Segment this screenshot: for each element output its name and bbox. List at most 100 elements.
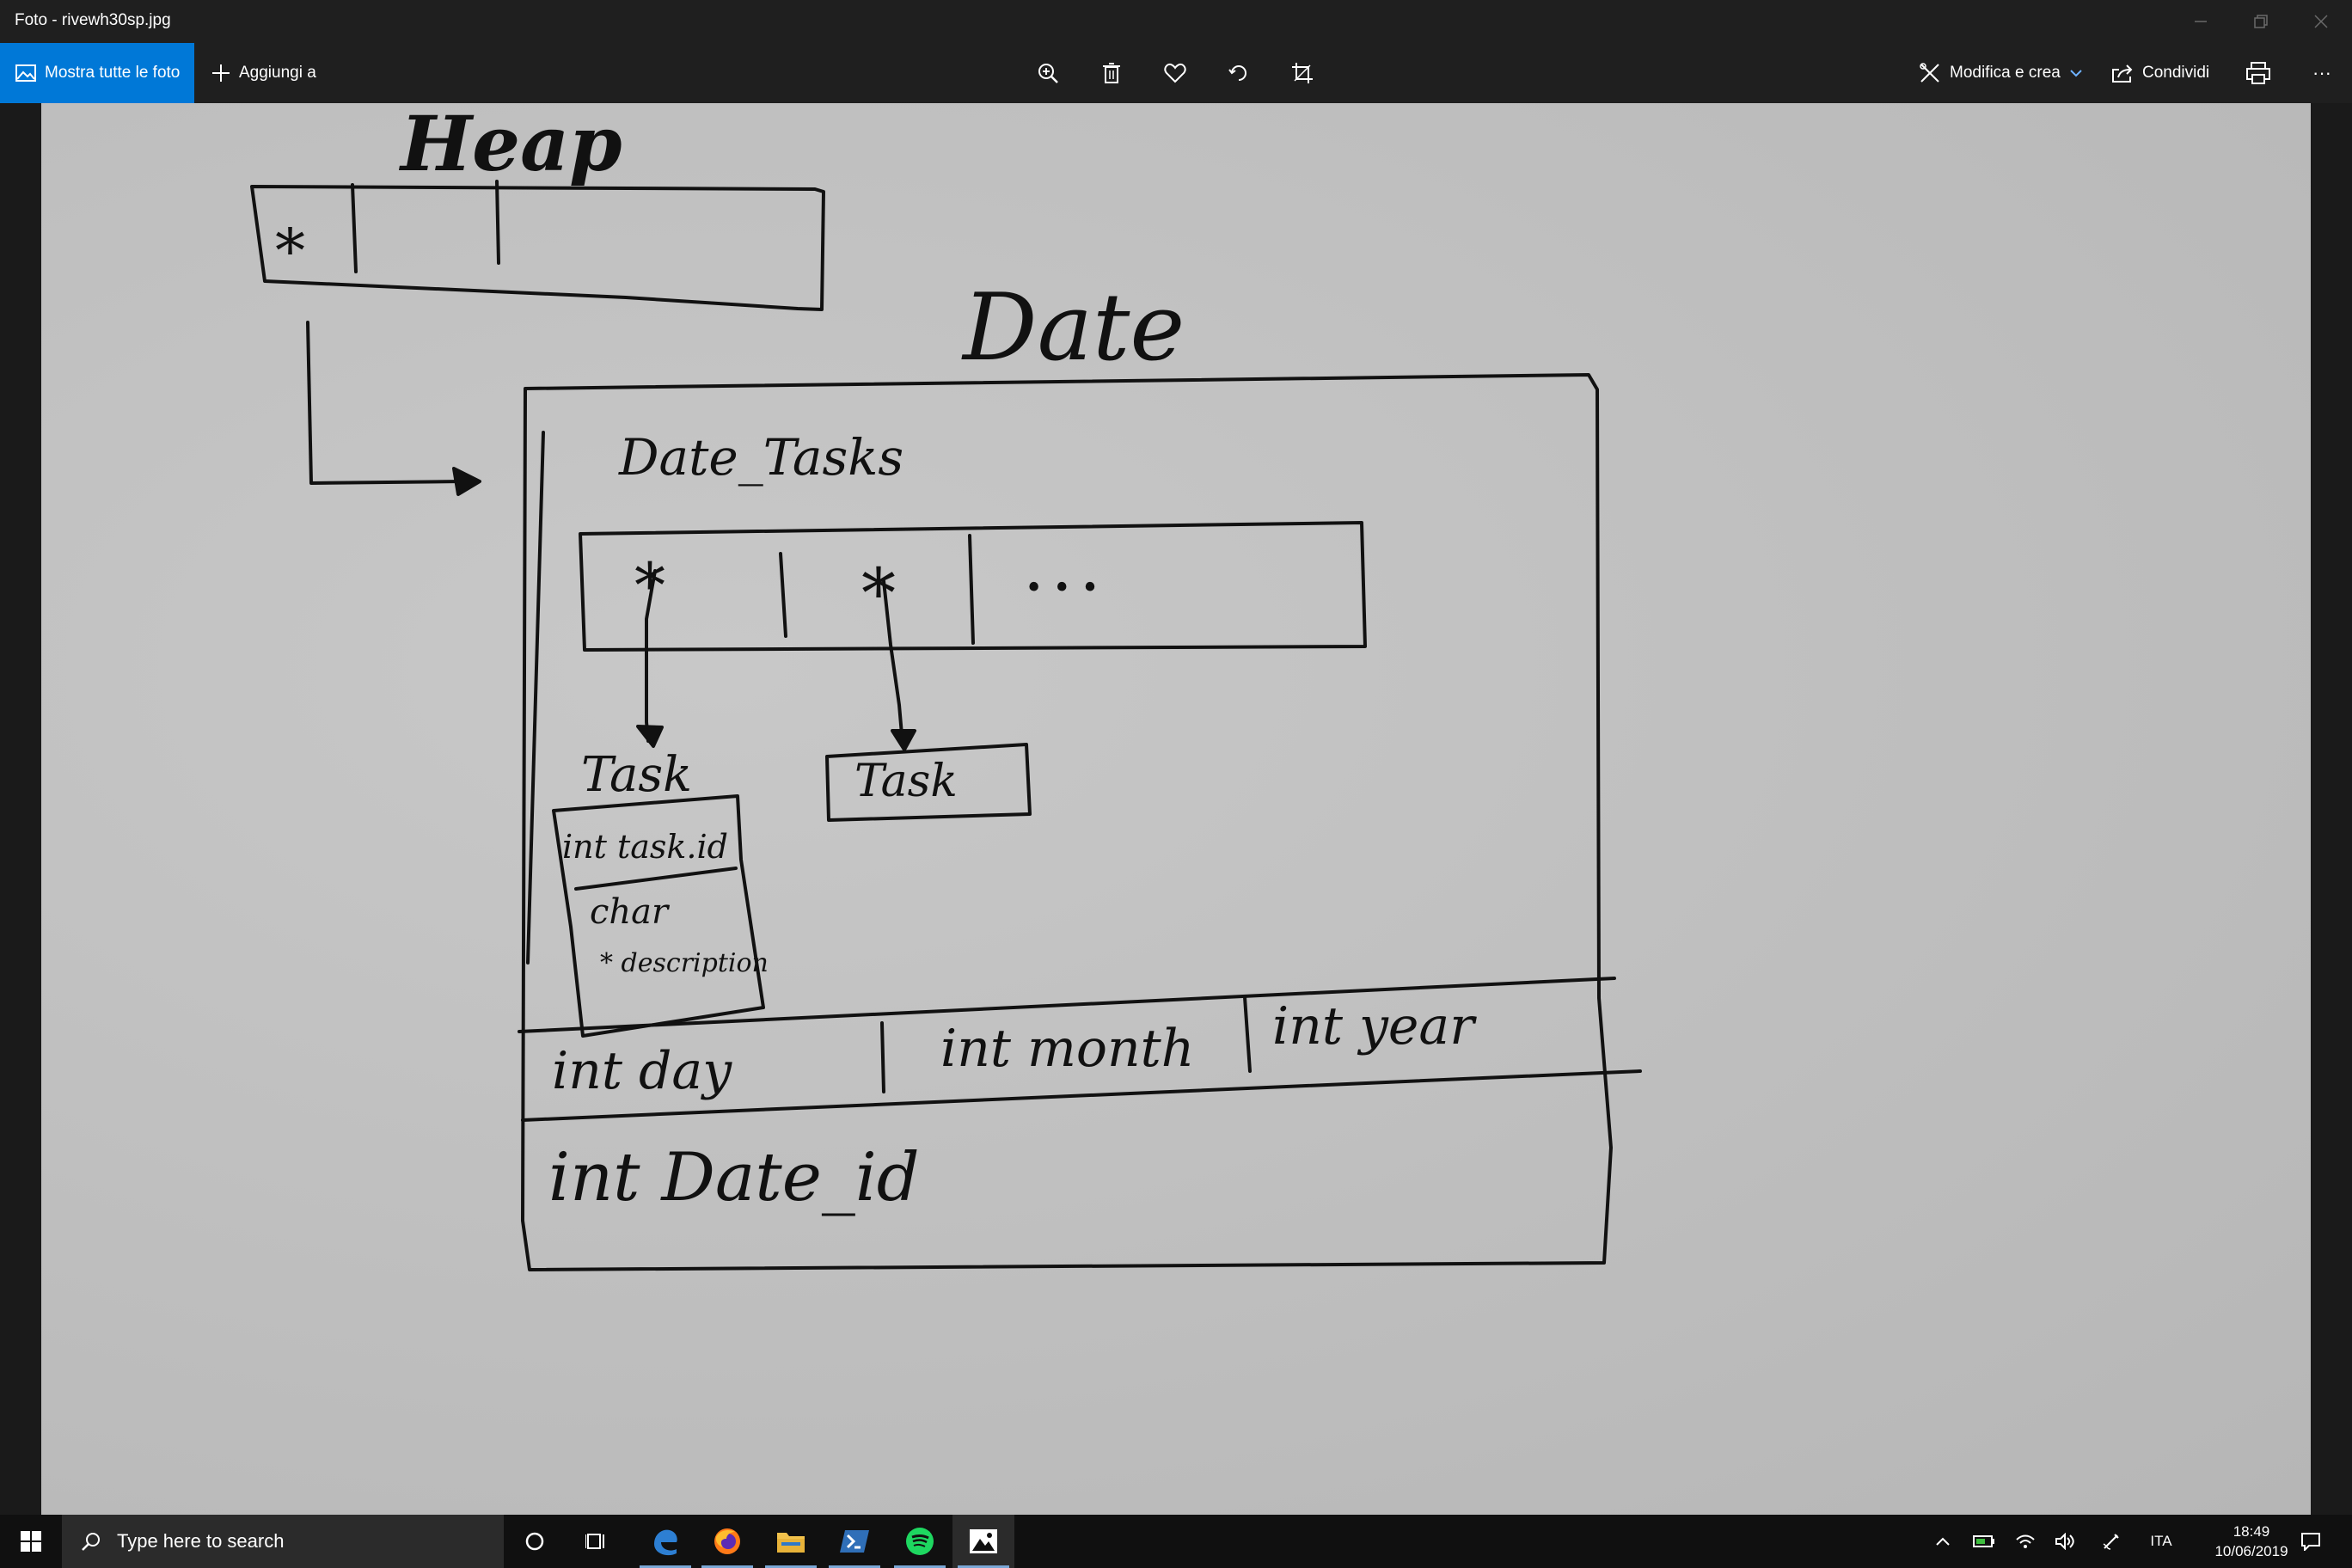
- fields-divider-1: [880, 1021, 885, 1093]
- rotate-icon: [1228, 65, 1246, 81]
- field-month: int month: [940, 1019, 1194, 1079]
- heap-star: *: [275, 216, 305, 286]
- task-label-1: Task: [581, 747, 692, 803]
- network-status[interactable]: [2008, 1515, 2043, 1568]
- rotate-button[interactable]: [1222, 57, 1255, 89]
- arrowhead-task-1: [636, 725, 664, 748]
- powershell-icon: [840, 1530, 869, 1553]
- battery-status[interactable]: [1967, 1515, 2001, 1568]
- taskbar-app-photos[interactable]: [952, 1515, 1014, 1568]
- notification-icon: [2301, 1533, 2320, 1551]
- task-field-id: int task.id: [562, 828, 728, 866]
- heap-pointer-arrowhead: [452, 467, 481, 496]
- heap-pointer-line: [306, 321, 464, 485]
- tasks-divider-2: [968, 534, 975, 645]
- restore-button[interactable]: [2231, 0, 2291, 43]
- heap-divider-1: [351, 183, 358, 273]
- heart-icon: [1164, 63, 1186, 83]
- task-field-char: char: [590, 892, 671, 932]
- zoom-button[interactable]: [1032, 57, 1064, 89]
- input-language-indicator[interactable]: ITA: [2137, 1515, 2185, 1568]
- edit-create-label: Modifica e crea: [1950, 64, 2061, 82]
- sketch-drawing: Heap * Date Date_Tasks * * • • • Task Ta…: [250, 103, 1642, 1271]
- taskbar-app-edge[interactable]: [634, 1515, 696, 1568]
- wifi-icon: [2016, 1534, 2035, 1548]
- fields-divider-2: [1243, 995, 1252, 1073]
- close-button[interactable]: [2291, 0, 2351, 43]
- task-field-description: * description: [600, 948, 769, 978]
- more-button[interactable]: ···: [2306, 57, 2338, 89]
- add-to-button[interactable]: Aggiungi a: [211, 43, 316, 103]
- show-all-photos-label: Mostra tutte le foto: [45, 64, 181, 82]
- right-margin: [2311, 103, 2352, 1515]
- task-box-1: [552, 794, 765, 1038]
- taskbar-app-firefox[interactable]: [696, 1515, 758, 1568]
- field-date-id: int Date_id: [548, 1139, 920, 1216]
- more-label: ···: [2312, 62, 2331, 83]
- tasks-divider-1: [779, 552, 787, 638]
- taskbar-search-box[interactable]: Type here to search: [62, 1515, 504, 1568]
- heap-array-box: [250, 185, 825, 311]
- taskbar-clock[interactable]: 18:49 10/06/2019: [2204, 1522, 2299, 1561]
- taskbar-app-spotify[interactable]: [889, 1515, 951, 1568]
- volume-control[interactable]: [2048, 1515, 2082, 1568]
- fields-top-line: [518, 977, 1616, 1033]
- pen-workspace-button[interactable]: [2094, 1515, 2128, 1568]
- cortana-button[interactable]: [504, 1515, 566, 1568]
- task-label-2: Task: [854, 756, 958, 807]
- date-tasks-array-box: [579, 521, 1367, 652]
- cortana-icon: [525, 1532, 544, 1551]
- favorite-button[interactable]: [1159, 57, 1191, 89]
- title-bar: Foto - rivewh30sp.jpg: [0, 0, 2352, 43]
- date-title: Date: [961, 274, 1185, 382]
- tasks-ellipsis: • • •: [1025, 571, 1099, 606]
- task-view-button[interactable]: [566, 1515, 628, 1568]
- delete-button[interactable]: [1095, 57, 1128, 89]
- arrowhead-task-2: [891, 729, 916, 751]
- chevron-down-icon: [2070, 70, 2082, 77]
- taskbar-app-file-explorer[interactable]: [760, 1515, 822, 1568]
- fields-bottom-line: [521, 1069, 1642, 1122]
- clock-date: 10/06/2019: [2214, 1543, 2288, 1559]
- speaker-icon: [2055, 1533, 2074, 1550]
- field-year: int year: [1272, 996, 1477, 1057]
- date-inner-edge: [526, 431, 545, 965]
- share-button[interactable]: Condividi: [2111, 43, 2209, 103]
- tasks-star-2: *: [861, 554, 896, 634]
- heap-divider-2: [495, 180, 500, 265]
- printer-icon: [2246, 62, 2270, 84]
- minimize-button[interactable]: [2171, 0, 2231, 43]
- pen-icon: [2103, 1534, 2119, 1550]
- task-view-icon: [585, 1534, 604, 1549]
- plus-icon: [212, 64, 230, 82]
- edit-create-button[interactable]: Modifica e crea: [1919, 43, 2083, 103]
- action-center-button[interactable]: [2287, 1515, 2335, 1568]
- photo-icon: [15, 64, 36, 82]
- search-icon: [81, 1531, 101, 1552]
- language-label: ITA: [2150, 1533, 2172, 1549]
- show-hidden-icons-button[interactable]: [1927, 1515, 1958, 1568]
- crop-button[interactable]: [1286, 57, 1319, 89]
- taskbar: Type here to search ITA 18:49 10: [0, 1515, 2352, 1568]
- edit-create-icon: [1920, 63, 1939, 83]
- zoom-in-icon: [1038, 64, 1058, 83]
- crop-icon: [1292, 63, 1313, 83]
- show-all-photos-button[interactable]: Mostra tutte le foto: [0, 43, 194, 103]
- clock-time: 18:49: [2233, 1523, 2270, 1540]
- windows-logo-icon: [21, 1531, 41, 1552]
- task-box-1-separator: [574, 867, 738, 891]
- photos-toolbar: Mostra tutte le foto Aggiungi a Modifica…: [0, 43, 2352, 103]
- pointer-to-task-2: [882, 579, 904, 746]
- minimize-icon: [2195, 21, 2207, 22]
- field-day: int day: [552, 1041, 732, 1101]
- start-button[interactable]: [0, 1515, 62, 1568]
- taskbar-app-powershell[interactable]: [824, 1515, 885, 1568]
- print-button[interactable]: [2242, 57, 2275, 89]
- trash-icon: [1103, 63, 1120, 83]
- left-margin: [0, 103, 41, 1515]
- search-placeholder: Type here to search: [117, 1530, 285, 1552]
- photo-canvas[interactable]: Heap * Date Date_Tasks * * • • • Task Ta…: [41, 103, 2311, 1515]
- window-title: Foto - rivewh30sp.jpg: [15, 11, 171, 29]
- restore-icon: [2254, 15, 2268, 28]
- battery-icon: [1973, 1535, 1994, 1547]
